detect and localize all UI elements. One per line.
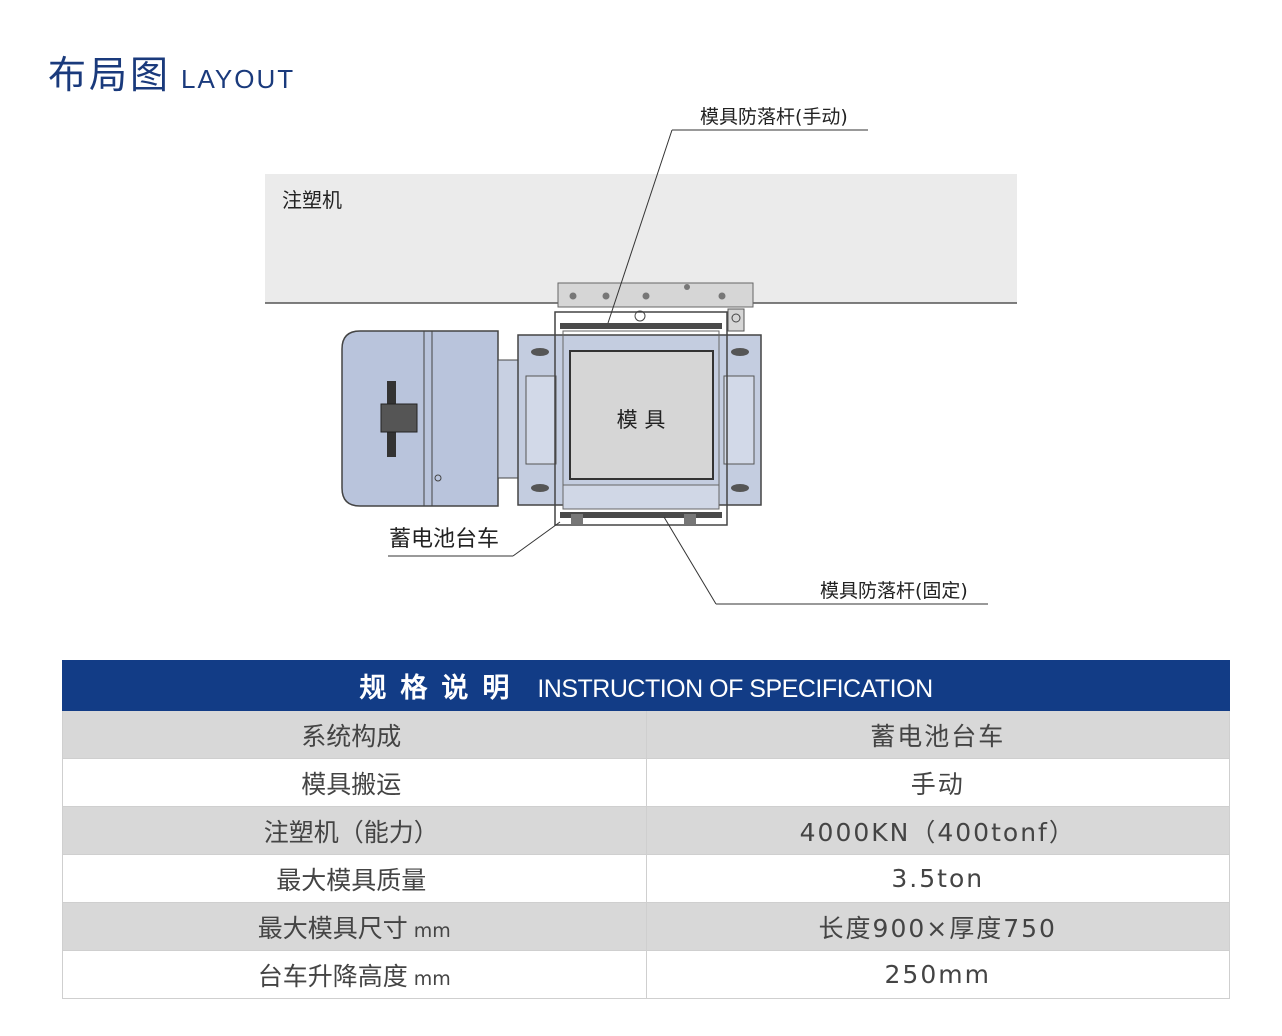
spec-label: 最大模具质量 (62, 854, 647, 903)
drop-bar-fixed-label: 模具防落杆(固定) (820, 580, 968, 602)
drop-bar-manual-label: 模具防落杆(手动) (700, 106, 848, 128)
foot-right (684, 514, 696, 524)
table-row: 模具搬运 手动 (62, 758, 1230, 807)
bracket-bolts (569, 284, 726, 300)
title-english: LAYOUT (181, 64, 296, 94)
spec-value: 4000KN（400tonf） (645, 806, 1230, 855)
spec-label: 系统构成 (62, 710, 647, 759)
cart-side-left (525, 375, 557, 465)
injection-machine-label: 注塑机 (282, 188, 342, 212)
leader-cart (512, 521, 561, 557)
spec-table-header: 规格说明 INSTRUCTION OF SPECIFICATION (62, 660, 1230, 711)
cart-side-right (723, 375, 755, 465)
frame-lower-rail (562, 484, 720, 510)
page-title: 布局图 LAYOUT (48, 44, 295, 99)
cart-frame (554, 311, 728, 526)
table-row: 注塑机（能力） 4000KN（400tonf） (62, 806, 1230, 855)
spec-value: 长度900×厚度750 (645, 902, 1230, 951)
injection-machine-body (265, 174, 1017, 303)
top-pivot-right-hole (731, 313, 741, 323)
spec-table: 规格说明 INSTRUCTION OF SPECIFICATION 系统构成 蓄电… (62, 660, 1230, 999)
spec-value: 250mm (645, 950, 1230, 999)
cart-slots (531, 348, 749, 492)
table-row: 系统构成 蓄电池台车 (62, 710, 1230, 759)
drop-bar-fixed-shape (560, 512, 722, 518)
spec-value: 3.5ton (645, 854, 1230, 903)
spec-value: 蓄电池台车 (645, 710, 1230, 759)
spec-value: 手动 (645, 758, 1230, 807)
drive-handle (380, 403, 418, 433)
layout-diagram: 注塑机 模 具 模具防落杆(手动) 模具防落杆(固定) 蓄电池台车 (265, 106, 1017, 605)
spec-header-cn: 规格说明 (359, 673, 524, 704)
battery-cart-label: 蓄电池台车 (389, 527, 499, 552)
title-chinese: 布局图 (48, 53, 172, 97)
foot-left (571, 514, 583, 524)
leader-fixed (663, 516, 717, 605)
drive-connector (497, 359, 521, 479)
leader-manual (607, 129, 673, 324)
table-row: 最大模具质量 3.5ton (62, 854, 1230, 903)
spec-label: 模具搬运 (62, 758, 647, 807)
drive-knob (434, 474, 442, 482)
cart-drive-unit (341, 330, 499, 507)
mold-label: 模 具 (617, 408, 666, 432)
spec-label: 注塑机（能力） (62, 806, 647, 855)
top-pivot-right (727, 308, 745, 332)
top-pivot-left (634, 310, 646, 322)
spec-header-en: INSTRUCTION OF SPECIFICATION (537, 675, 933, 703)
mold-block (569, 350, 714, 480)
drop-bar-manual-shape (560, 323, 722, 329)
